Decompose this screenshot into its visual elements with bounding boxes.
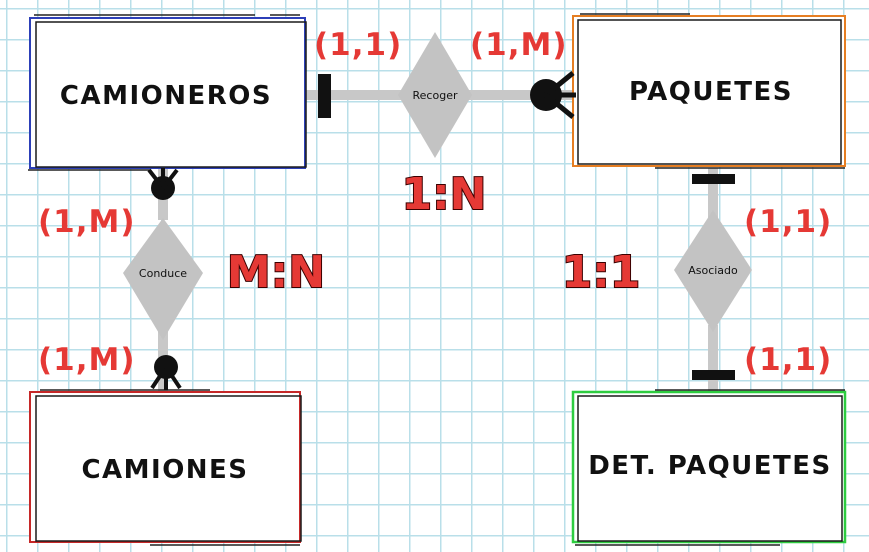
relationship-label-asociado: Asociado (688, 264, 738, 277)
entity-label-det-paquetes: DET. PAQUETES (588, 451, 832, 481)
entity-camioneros[interactable]: CAMIONEROS (28, 14, 307, 171)
one-bar-paquetes-asociado (692, 174, 735, 184)
relationship-recoger[interactable]: Recoger (398, 32, 472, 158)
relationship-label-recoger: Recoger (413, 89, 458, 102)
entity-label-camiones: CAMIONES (81, 455, 248, 485)
one-bar-camioneros-recoger (318, 74, 331, 118)
crow-foot-camiones-conduce (150, 355, 182, 390)
crow-foot-paquetes-recoger (530, 71, 576, 119)
ratio-recoger: 1:N (401, 169, 486, 220)
ratio-conduce: M:N (227, 247, 325, 298)
entity-label-paquetes: PAQUETES (629, 77, 793, 107)
one-bar-det-paquetes-asociado (692, 370, 735, 380)
cardinality-camioneros-conduce: (1,M) (38, 204, 136, 240)
ratio-asociado: 1:1 (562, 247, 641, 298)
relationship-label-conduce: Conduce (139, 267, 187, 280)
cardinality-camiones-conduce: (1,M) (38, 342, 136, 378)
entity-paquetes[interactable]: PAQUETES (572, 13, 846, 169)
cardinality-paquetes-asociado: (1,1) (744, 204, 832, 240)
crow-foot-camioneros-conduce (147, 168, 179, 200)
relationship-conduce[interactable]: Conduce (123, 218, 203, 340)
cardinality-paquetes-recoger: (1,M) (470, 27, 568, 63)
entity-det-paquetes[interactable]: DET. PAQUETES (571, 389, 847, 546)
cardinality-camioneros-recoger: (1,1) (314, 27, 402, 63)
relationship-asociado[interactable]: Asociado (674, 210, 752, 332)
cardinality-det-paquetes-asociado: (1,1) (744, 342, 832, 378)
entity-camiones[interactable]: CAMIONES (29, 389, 302, 546)
entity-label-camioneros: CAMIONEROS (60, 81, 272, 111)
